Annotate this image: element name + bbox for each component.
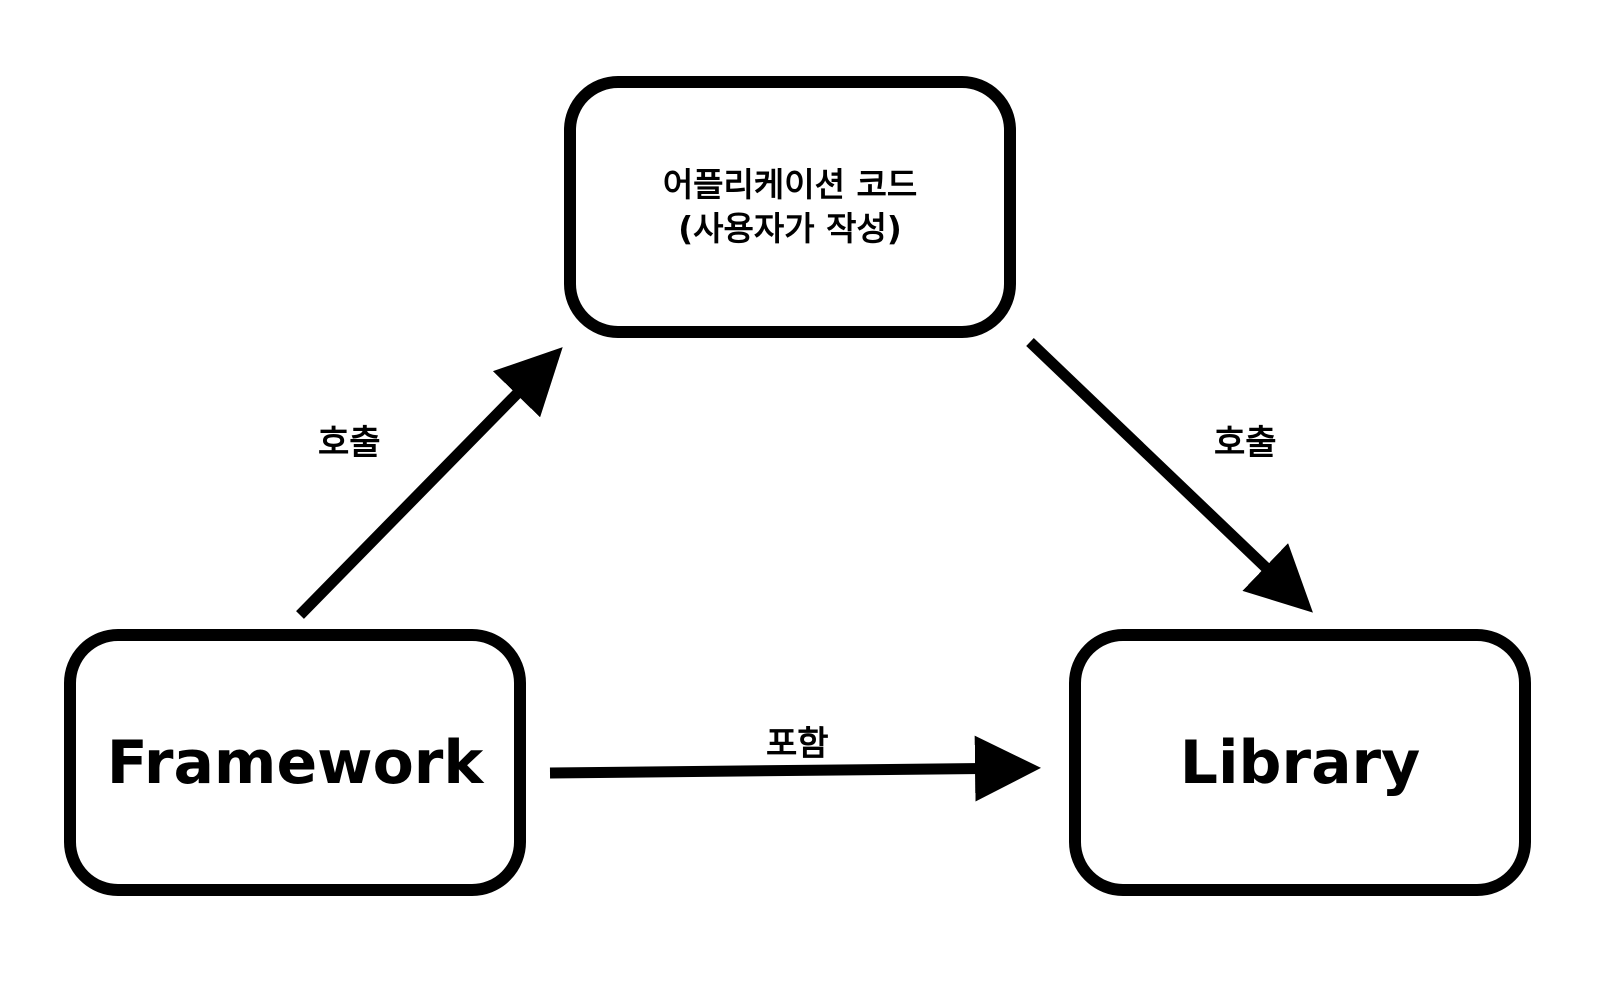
application-code-title: 어플리케이션 코드 bbox=[662, 165, 918, 204]
edge-label-application-calls-library: 호출 bbox=[1214, 423, 1277, 463]
framework-label: Framework bbox=[106, 727, 484, 798]
library-box bbox=[1069, 629, 1531, 896]
arrow-framework-to-application bbox=[296, 347, 563, 619]
edge-label-framework-calls-application: 호출 bbox=[318, 423, 381, 463]
arrow-application-to-library bbox=[1026, 338, 1313, 613]
edge-label-framework-includes-library: 포함 bbox=[766, 724, 829, 764]
application-code-box bbox=[564, 76, 1016, 338]
library-label: Library bbox=[1179, 727, 1421, 798]
application-code-label: 어플리케이션 코드 (사용자가 작성) bbox=[570, 82, 1010, 332]
arrow-framework-to-library bbox=[549, 735, 1041, 802]
application-code-subtitle: (사용자가 작성) bbox=[678, 209, 902, 248]
framework-box bbox=[64, 629, 526, 896]
